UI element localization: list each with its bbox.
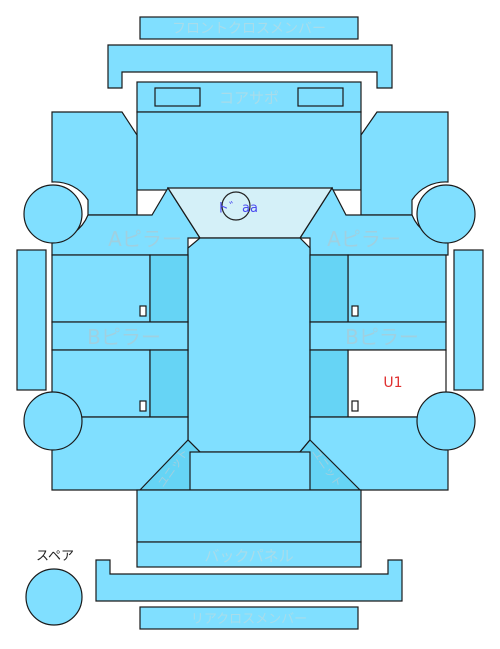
left-front-door-handle[interactable] <box>139 305 147 317</box>
spare-label: スペア <box>36 549 74 564</box>
left-front-wheel[interactable] <box>23 184 83 244</box>
left-b-pillar-label: Bピラー <box>87 325 161 349</box>
right-front-door-panel[interactable] <box>347 254 447 323</box>
trunk-lid-panel[interactable] <box>189 451 311 491</box>
right-b-pillar-panel[interactable] <box>309 321 447 351</box>
left-front-fender-panel[interactable] <box>51 111 138 216</box>
rear-cross-member-label: リアクロスメンバー <box>191 612 307 627</box>
core-support-right-vent[interactable] <box>297 87 344 107</box>
right-front-door-inner[interactable] <box>309 254 349 323</box>
left-front-door-inner[interactable] <box>149 254 189 323</box>
left-rear-door-inner[interactable] <box>149 349 189 418</box>
roof-marker-label: ト゛aa <box>216 201 258 216</box>
right-front-wheel[interactable] <box>416 184 476 244</box>
back-panel-label: バックパネル <box>204 547 293 565</box>
spare-tire[interactable] <box>25 568 83 626</box>
core-support-label: コアサポ <box>219 89 279 107</box>
rear-bumper-panel[interactable] <box>95 559 403 602</box>
front-cross-member-panel[interactable] <box>139 16 359 40</box>
front-cross-member-label: フロントクロスメンバー <box>172 21 326 37</box>
roof-panel[interactable] <box>187 237 311 453</box>
core-support-left-vent[interactable] <box>154 87 201 107</box>
left-side-sill-panel[interactable] <box>16 249 47 391</box>
rear-body-panel[interactable] <box>136 489 362 543</box>
right-side-sill-panel[interactable] <box>453 249 484 391</box>
back-panel[interactable] <box>136 541 362 568</box>
left-b-pillar-panel[interactable] <box>51 321 189 351</box>
right-b-pillar-label: Bピラー <box>345 325 419 349</box>
roof-damage-marker[interactable] <box>221 191 251 221</box>
engine-bay-panel[interactable] <box>136 111 362 191</box>
left-rear-door-handle[interactable] <box>139 400 147 412</box>
right-rear-wheel[interactable] <box>416 391 476 451</box>
right-rear-door-handle[interactable] <box>351 400 359 412</box>
left-a-pillar-label: Aピラー <box>108 227 182 251</box>
unit-marker-label: U1 <box>383 375 402 391</box>
right-rear-door-inner[interactable] <box>309 349 349 418</box>
left-rear-wheel[interactable] <box>23 391 83 451</box>
right-front-fender-panel[interactable] <box>360 111 449 216</box>
rear-cross-member-panel[interactable] <box>139 606 359 630</box>
right-front-door-handle[interactable] <box>351 305 359 317</box>
front-bumper-panel[interactable] <box>107 44 393 89</box>
left-front-door-panel[interactable] <box>51 254 151 323</box>
right-a-pillar-label: Aピラー <box>327 227 401 251</box>
